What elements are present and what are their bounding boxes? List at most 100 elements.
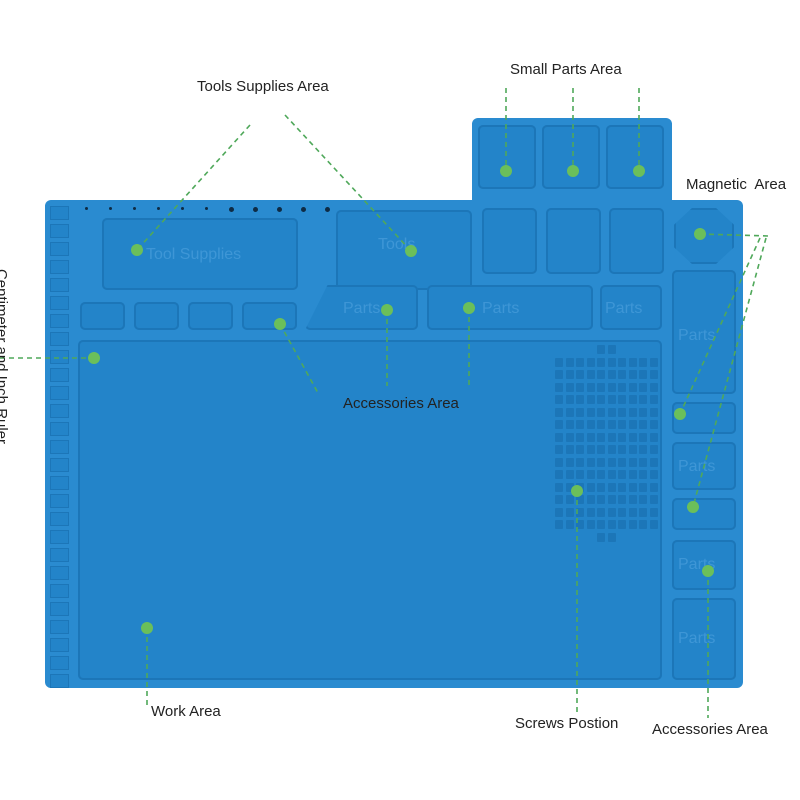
- ruler-cell: [50, 476, 69, 490]
- screw-slot: [597, 457, 605, 467]
- screw-slot: [628, 520, 637, 529]
- ruler-cell: [50, 458, 69, 472]
- marker-dot: [500, 165, 512, 177]
- screw-slot: [618, 520, 626, 529]
- screw-slot: [607, 457, 616, 467]
- screw-slot: [555, 495, 563, 504]
- ruler-cell: [50, 242, 69, 256]
- small-parts-tray-2: [542, 125, 600, 189]
- screw-slot: [618, 395, 626, 404]
- screw-slot: [618, 370, 626, 379]
- marker-dot: [571, 485, 583, 497]
- screw-slot: [576, 495, 584, 504]
- screw-slot: [628, 470, 637, 479]
- screw-slot: [628, 370, 637, 379]
- screw-slot: [555, 482, 563, 492]
- marker-dot: [381, 304, 393, 316]
- screw-slot: [597, 370, 605, 379]
- parts-box-3: [609, 208, 664, 274]
- parts-well-wide: [427, 285, 593, 330]
- marker-dot: [633, 165, 645, 177]
- marker-dot: [674, 408, 686, 420]
- ruler-cell: [50, 296, 69, 310]
- screw-slot: [565, 470, 574, 479]
- screw-slot: [649, 420, 658, 429]
- ruler-cell: [50, 494, 69, 508]
- screw-slot: [628, 495, 637, 504]
- screw-slot: [649, 495, 658, 504]
- screw-slot: [565, 420, 574, 429]
- screw-slot: [586, 520, 595, 529]
- screw-slot: [555, 395, 563, 404]
- embossed-tool-supplies: Tool Supplies: [146, 246, 242, 263]
- screw-slot: [607, 345, 616, 354]
- screw-slot: [586, 420, 595, 429]
- accessory-well-4: [242, 302, 297, 330]
- screw-slot: [618, 407, 626, 417]
- label-accessories-right: Accessories Area: [652, 721, 768, 738]
- screw-slot: [586, 432, 595, 442]
- screw-slot: [607, 507, 616, 517]
- ruler-cell: [50, 566, 69, 580]
- marker-dot: [88, 352, 100, 364]
- tools-well: [336, 210, 472, 290]
- screw-slot: [565, 457, 574, 467]
- screw-slot: [628, 482, 637, 492]
- screw-slot: [649, 457, 658, 467]
- marker-dot: [702, 565, 714, 577]
- right-well-3: [672, 498, 736, 530]
- screw-slot: [607, 470, 616, 479]
- screw-slot: [618, 432, 626, 442]
- ruler-cell: [50, 260, 69, 274]
- screw-slot: [639, 370, 647, 379]
- screw-slot: [597, 470, 605, 479]
- screw-slot: [639, 457, 647, 467]
- screw-slot: [639, 382, 647, 392]
- label-screws: Screws Postion: [515, 715, 619, 732]
- screw-slot: [618, 382, 626, 392]
- screw-slot: [597, 495, 605, 504]
- ruler-cell: [50, 422, 69, 436]
- tool-hole: [85, 207, 88, 210]
- marker-dot: [694, 228, 706, 240]
- screw-slot: [607, 532, 616, 542]
- screw-slot: [639, 395, 647, 404]
- screw-slot: [597, 520, 605, 529]
- ruler-cell: [50, 620, 69, 634]
- screw-slot: [607, 370, 616, 379]
- label-ruler: Centimeter and Inch Ruler: [0, 268, 11, 445]
- screw-slot: [555, 445, 563, 454]
- right-well-4: [672, 540, 736, 590]
- tool-hole: [325, 207, 330, 212]
- tool-hole: [109, 207, 112, 210]
- callout-line: [136, 124, 251, 251]
- screw-slot: [597, 445, 605, 454]
- ruler-cell: [50, 368, 69, 382]
- screw-slot: [649, 470, 658, 479]
- screw-slot: [639, 495, 647, 504]
- screw-slot: [565, 507, 574, 517]
- screw-slot: [555, 407, 563, 417]
- accessory-well-2: [134, 302, 179, 330]
- ruler-cell: [50, 638, 69, 652]
- screw-slot: [607, 407, 616, 417]
- embossed-parts-7: Parts: [678, 630, 716, 647]
- screw-slot: [649, 520, 658, 529]
- screw-slot: [639, 520, 647, 529]
- ruler-cell: [50, 656, 69, 670]
- screw-slot: [565, 445, 574, 454]
- screw-slot: [576, 445, 584, 454]
- screw-slot: [628, 507, 637, 517]
- screw-slot: [649, 482, 658, 492]
- ruler-cell: [50, 674, 69, 688]
- accessory-well-3: [188, 302, 233, 330]
- tool-hole: [229, 207, 234, 212]
- label-work: Work Area: [151, 703, 221, 720]
- screw-slot: [649, 507, 658, 517]
- screw-slot: [586, 445, 595, 454]
- embossed-parts-2: Parts: [482, 300, 520, 317]
- screw-slot: [597, 507, 605, 517]
- screw-slot: [607, 382, 616, 392]
- screw-slot: [618, 357, 626, 367]
